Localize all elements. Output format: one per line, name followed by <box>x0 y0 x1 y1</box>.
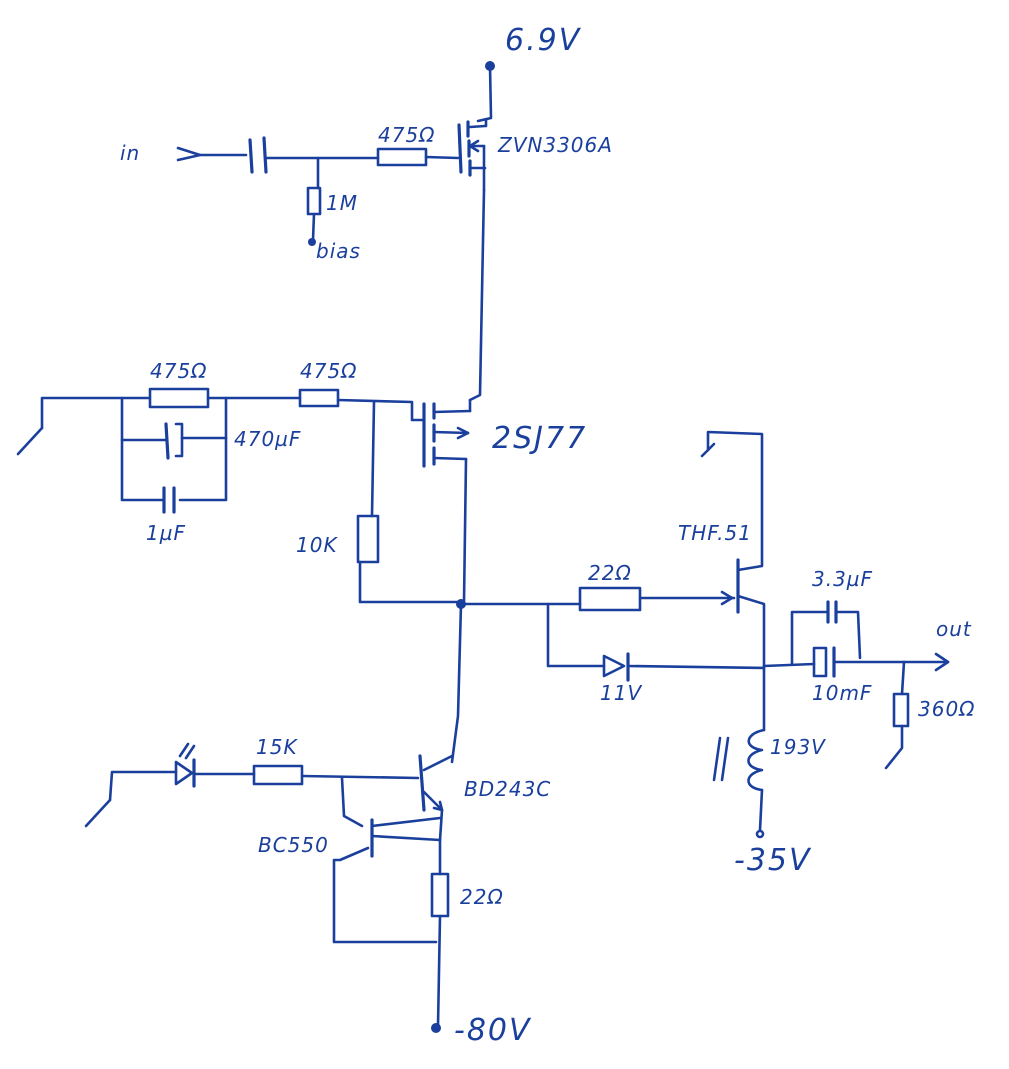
resistor-22-sense-label: 22Ω <box>460 885 504 909</box>
resistor-22-tube <box>578 586 736 612</box>
main-node <box>456 599 582 609</box>
feedback-resistor-top-label: 475Ω <box>150 359 207 383</box>
transistor-bd243c <box>418 754 454 842</box>
feedback-resistor-top <box>148 387 302 409</box>
led-switch <box>84 770 178 828</box>
resistor-15k <box>252 764 420 786</box>
bias-resistor <box>306 156 322 246</box>
resistor-22-sense <box>430 838 450 1028</box>
bias-resistor-label: 1M <box>326 191 358 215</box>
choke-label: 193V <box>770 735 826 759</box>
supply-neg-label: -35V <box>734 843 812 878</box>
zener-11v <box>546 602 766 682</box>
feedback-parallel-network <box>120 396 228 502</box>
feedback-elec-capacitor-label: 470µF <box>234 427 301 451</box>
led <box>174 742 256 788</box>
zener-label: 11V <box>600 681 642 705</box>
output-capacitors <box>762 600 906 678</box>
supply-bottom-label: -80V <box>454 1013 532 1048</box>
feedback-resistor-mid <box>298 388 426 422</box>
supply-neg80-terminal <box>431 1023 441 1033</box>
feedback-film-capacitor <box>162 486 176 514</box>
resistor-15k-label: 15K <box>256 735 298 759</box>
gate-resistor-top-label: 475Ω <box>378 123 435 147</box>
output-terminal <box>902 652 950 672</box>
output-cap-label: 10mF <box>812 681 872 705</box>
wire-node-to-bd243c <box>450 602 463 764</box>
supply-6v9-terminal <box>476 61 495 123</box>
transistor-bd243c-label: BD243C <box>464 777 551 801</box>
choke-coil <box>712 728 766 839</box>
mosfet-zvn3306a <box>457 118 488 192</box>
input-label: in <box>120 141 140 165</box>
output-label: out <box>936 617 972 641</box>
supply-top-label: 6.9V <box>505 23 582 58</box>
transistor-bc550 <box>332 776 442 944</box>
output-small-cap-label: 3.3µF <box>812 567 873 591</box>
input-terminal <box>176 146 248 162</box>
mosfet-2sj77 <box>422 398 472 604</box>
input-capacitor <box>248 136 268 174</box>
load-resistor <box>884 660 910 770</box>
gate-resistor-top <box>376 147 460 167</box>
feedback-film-capacitor-label: 1µF <box>146 521 186 545</box>
mosfet-mid-label: 2SJ77 <box>492 421 587 456</box>
transistor-bc550-label: BC550 <box>258 833 329 857</box>
bias-label: bias <box>316 239 361 263</box>
load-resistor-label: 360Ω <box>918 697 975 721</box>
tube-thf51 <box>700 430 766 732</box>
resistor-10k <box>356 400 462 604</box>
wire-top-to-mid <box>468 188 486 402</box>
resistor-10k-label: 10K <box>296 533 338 557</box>
left-switch <box>16 396 150 456</box>
resistor-22-tube-label: 22Ω <box>588 561 632 585</box>
mosfet-top-label: ZVN3306A <box>497 133 613 157</box>
tube-label: THF.51 <box>678 521 752 545</box>
feedback-resistor-mid-label: 475Ω <box>300 359 357 383</box>
feedback-elec-capacitor <box>164 422 184 460</box>
